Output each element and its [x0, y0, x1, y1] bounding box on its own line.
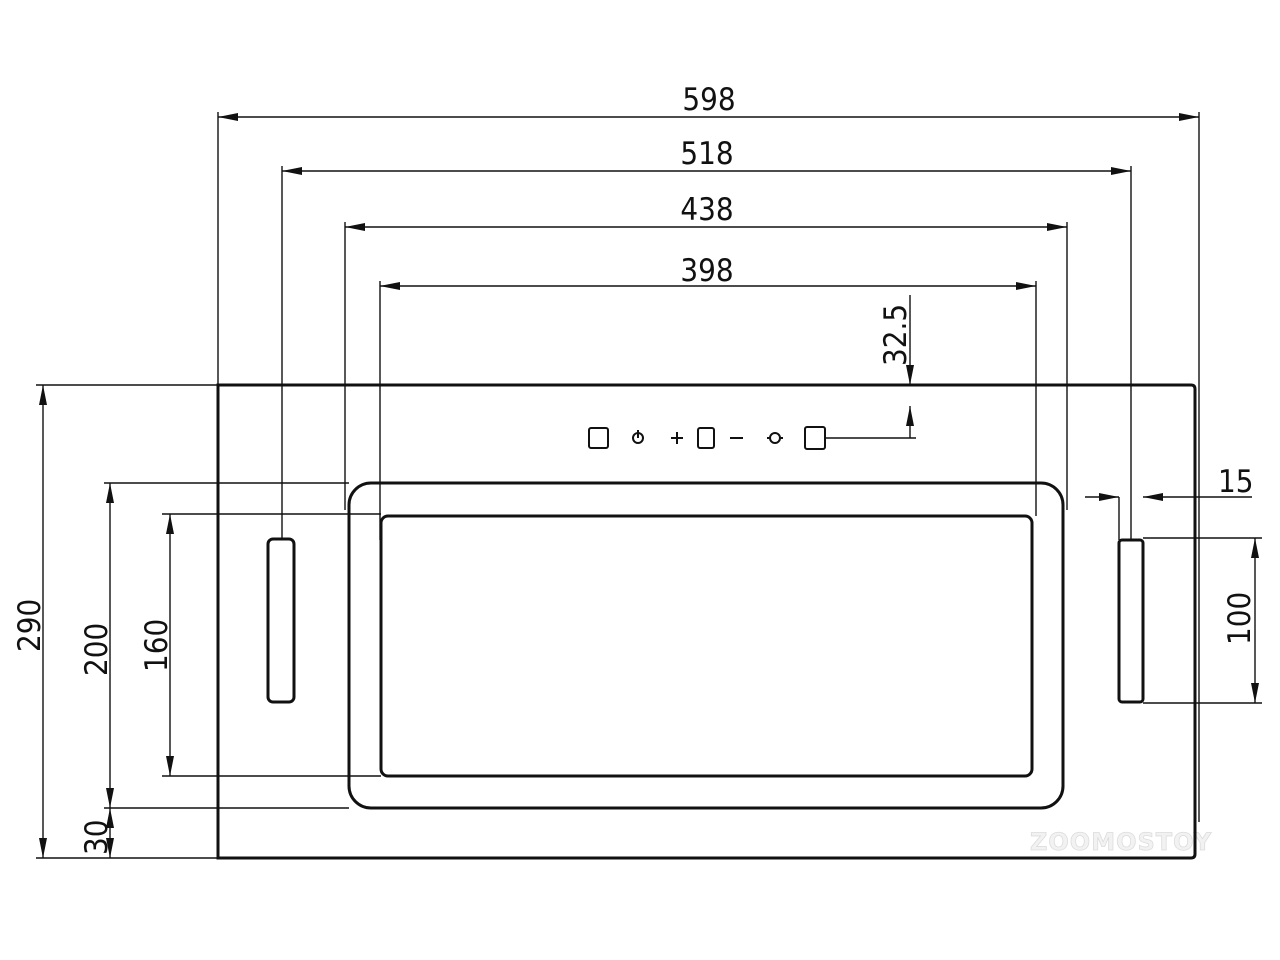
dimension-200: 200 — [79, 482, 349, 809]
dimension-32-5: 32.5 — [825, 295, 916, 439]
dimension-518: 518 — [281, 136, 1132, 540]
power-icon — [632, 430, 644, 444]
dimension-598: 598 — [217, 82, 1200, 822]
square-button-icon — [697, 427, 715, 449]
dim-label-598: 598 — [682, 82, 735, 118]
dim-label-290: 290 — [12, 599, 48, 652]
dim-label-32-5: 32.5 — [878, 304, 914, 366]
plus-icon — [671, 432, 683, 444]
watermark: ZOOMOSTOY — [1030, 828, 1212, 856]
dimension-438: 438 — [344, 192, 1068, 510]
light-icon — [767, 432, 783, 444]
glass-window — [379, 514, 1034, 778]
dim-label-200: 200 — [79, 623, 115, 676]
dimension-290: 290 — [12, 384, 218, 859]
control-panel — [588, 426, 826, 450]
dim-label-15: 15 — [1218, 464, 1253, 500]
right-slot — [1117, 538, 1145, 704]
dimension-398: 398 — [379, 253, 1037, 540]
dim-label-518: 518 — [680, 136, 733, 172]
dimension-15: 15 — [1085, 464, 1253, 540]
dim-label-30: 30 — [79, 820, 115, 855]
filter-panel — [347, 481, 1065, 810]
hood-body — [216, 383, 1197, 860]
square-button-icon — [588, 427, 609, 449]
dim-label-438: 438 — [680, 192, 733, 228]
dimension-30: 30 — [79, 808, 115, 858]
left-slot — [266, 537, 296, 704]
square-button-icon — [804, 426, 826, 450]
dimension-100: 100 — [1143, 537, 1262, 704]
dimension-160: 160 — [139, 513, 381, 777]
dim-label-160: 160 — [139, 619, 175, 672]
dim-label-100: 100 — [1222, 592, 1258, 645]
dim-label-398: 398 — [680, 253, 733, 289]
